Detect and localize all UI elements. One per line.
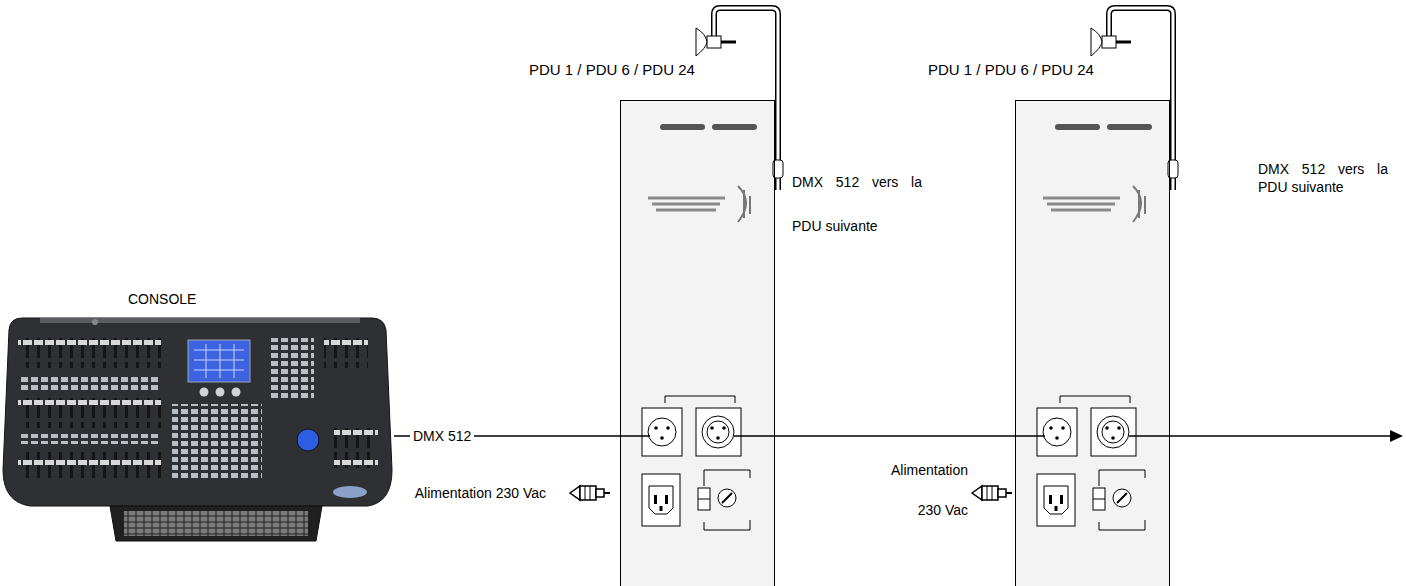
power-note: Alimentation 230 Vac — [396, 484, 546, 502]
keyboard-tray — [110, 506, 322, 541]
console-knob — [216, 388, 225, 397]
keypad — [268, 338, 314, 398]
power-note: Alimentation 230 Vac — [886, 450, 968, 530]
pdu-heading: PDU 1 / PDU 6 / PDU 24 — [928, 61, 1094, 79]
pdu-heading: PDU 1 / PDU 6 / PDU 24 — [529, 61, 695, 79]
keypad — [172, 404, 262, 480]
console-screw — [92, 319, 98, 325]
console-lip — [40, 318, 360, 323]
keyboard-keys — [124, 511, 308, 536]
pdu-panel: PDU 1 / PDU 6 / PDU 24 — [620, 100, 775, 586]
lighting-console — [3, 318, 392, 541]
console-illustration: CONSOLE — [2, 318, 394, 542]
console-heading: CONSOLE — [128, 290, 196, 308]
console-screen — [188, 340, 250, 382]
console-badge — [333, 486, 367, 498]
mains-plug — [570, 486, 610, 500]
pdu-panel: PDU 1 / PDU 6 / PDU 24 — [1015, 100, 1170, 586]
fader-row — [18, 452, 161, 482]
console-body — [3, 318, 392, 506]
dmx-out-wire — [1170, 435, 1391, 437]
console-knob — [200, 388, 209, 397]
fader-row — [334, 428, 378, 468]
mains-plug — [972, 486, 1012, 500]
fader-row — [324, 338, 368, 368]
signal-label: DMX 512 — [410, 427, 474, 445]
console-knob — [232, 388, 241, 397]
arrow-head — [1390, 430, 1403, 442]
button-row — [18, 434, 161, 444]
fader-row — [18, 398, 161, 428]
dmx-cable — [775, 435, 1015, 437]
fader-row — [18, 338, 161, 368]
console-screen-grid — [194, 344, 244, 378]
signal-label: DMX 512 vers la PDU suivante — [792, 160, 922, 248]
trackball — [297, 429, 319, 451]
signal-note: DMX 512 vers la PDU suivante — [1258, 160, 1388, 196]
button-row — [18, 374, 161, 390]
pdu-unit — [1015, 8, 1178, 586]
pdu-unit — [620, 8, 783, 586]
